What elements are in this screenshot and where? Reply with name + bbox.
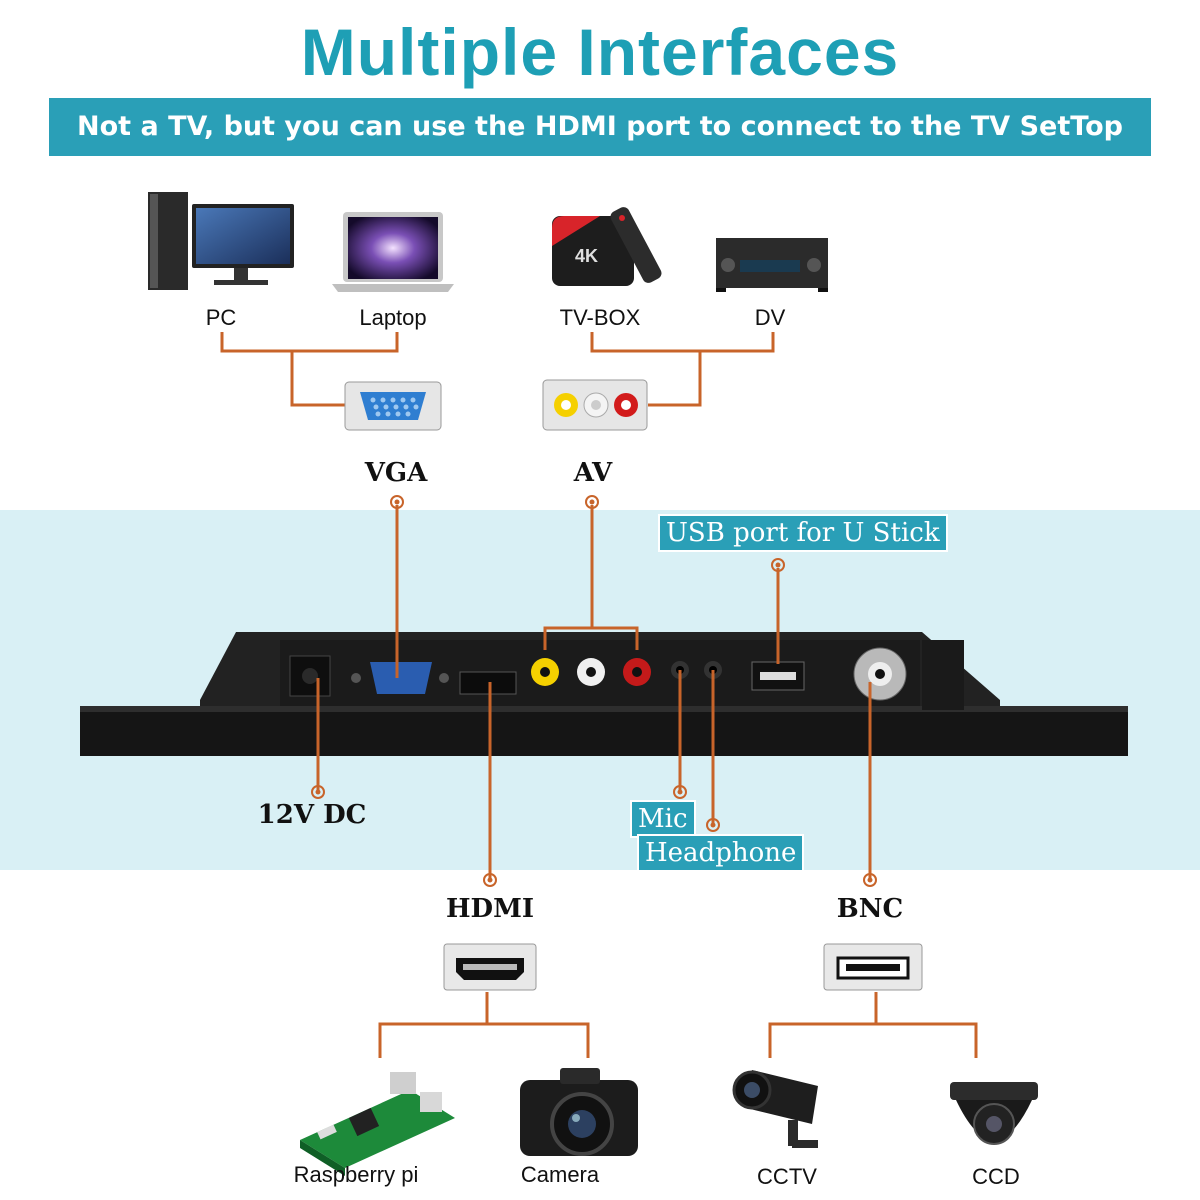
laptop-icon <box>332 212 454 292</box>
camera-icon <box>520 1068 638 1156</box>
cctv-icon <box>732 1070 818 1148</box>
laptop-label: Laptop <box>359 305 427 330</box>
info-banner: Not a TV, but you can use the HDMI port … <box>49 98 1151 200</box>
bnc-label: BNC <box>836 894 904 924</box>
headphone-label: Headphone <box>637 834 805 872</box>
tvbox-logo: 4K <box>575 246 598 266</box>
bnc-port-icon <box>823 943 923 991</box>
raspberry-label: Raspberry pi <box>293 1162 419 1187</box>
tvbox-label: TV-BOX <box>559 305 641 330</box>
av-port-icon <box>542 379 648 431</box>
dc-label: 12V DC <box>257 800 367 830</box>
dv-icon <box>716 238 828 292</box>
vga-label: VGA <box>364 458 428 488</box>
pc-icon <box>148 192 294 290</box>
vga-port-icon <box>344 381 442 431</box>
top-connectors <box>220 332 775 407</box>
mic-label: Mic <box>630 800 696 838</box>
page-title: Multiple Interfaces <box>300 15 900 89</box>
av-label: AV <box>573 458 613 488</box>
port-leaders <box>316 505 978 1058</box>
monitor-back-panel <box>80 632 1128 756</box>
ccd-label: CCD <box>972 1164 1020 1189</box>
raspberry-pi-icon <box>300 1072 455 1176</box>
ccd-icon <box>950 1082 1038 1145</box>
tvbox-icon: 4K <box>552 207 662 286</box>
port-markers <box>311 495 877 887</box>
hdmi-port-icon <box>443 943 537 991</box>
hdmi-label: HDMI <box>445 894 535 924</box>
usb-label: USB port for U Stick <box>658 514 948 552</box>
cctv-label: CCTV <box>757 1164 817 1189</box>
dv-label: DV <box>754 305 786 330</box>
pc-label: PC <box>205 305 237 330</box>
camera-label: Camera <box>520 1162 600 1187</box>
